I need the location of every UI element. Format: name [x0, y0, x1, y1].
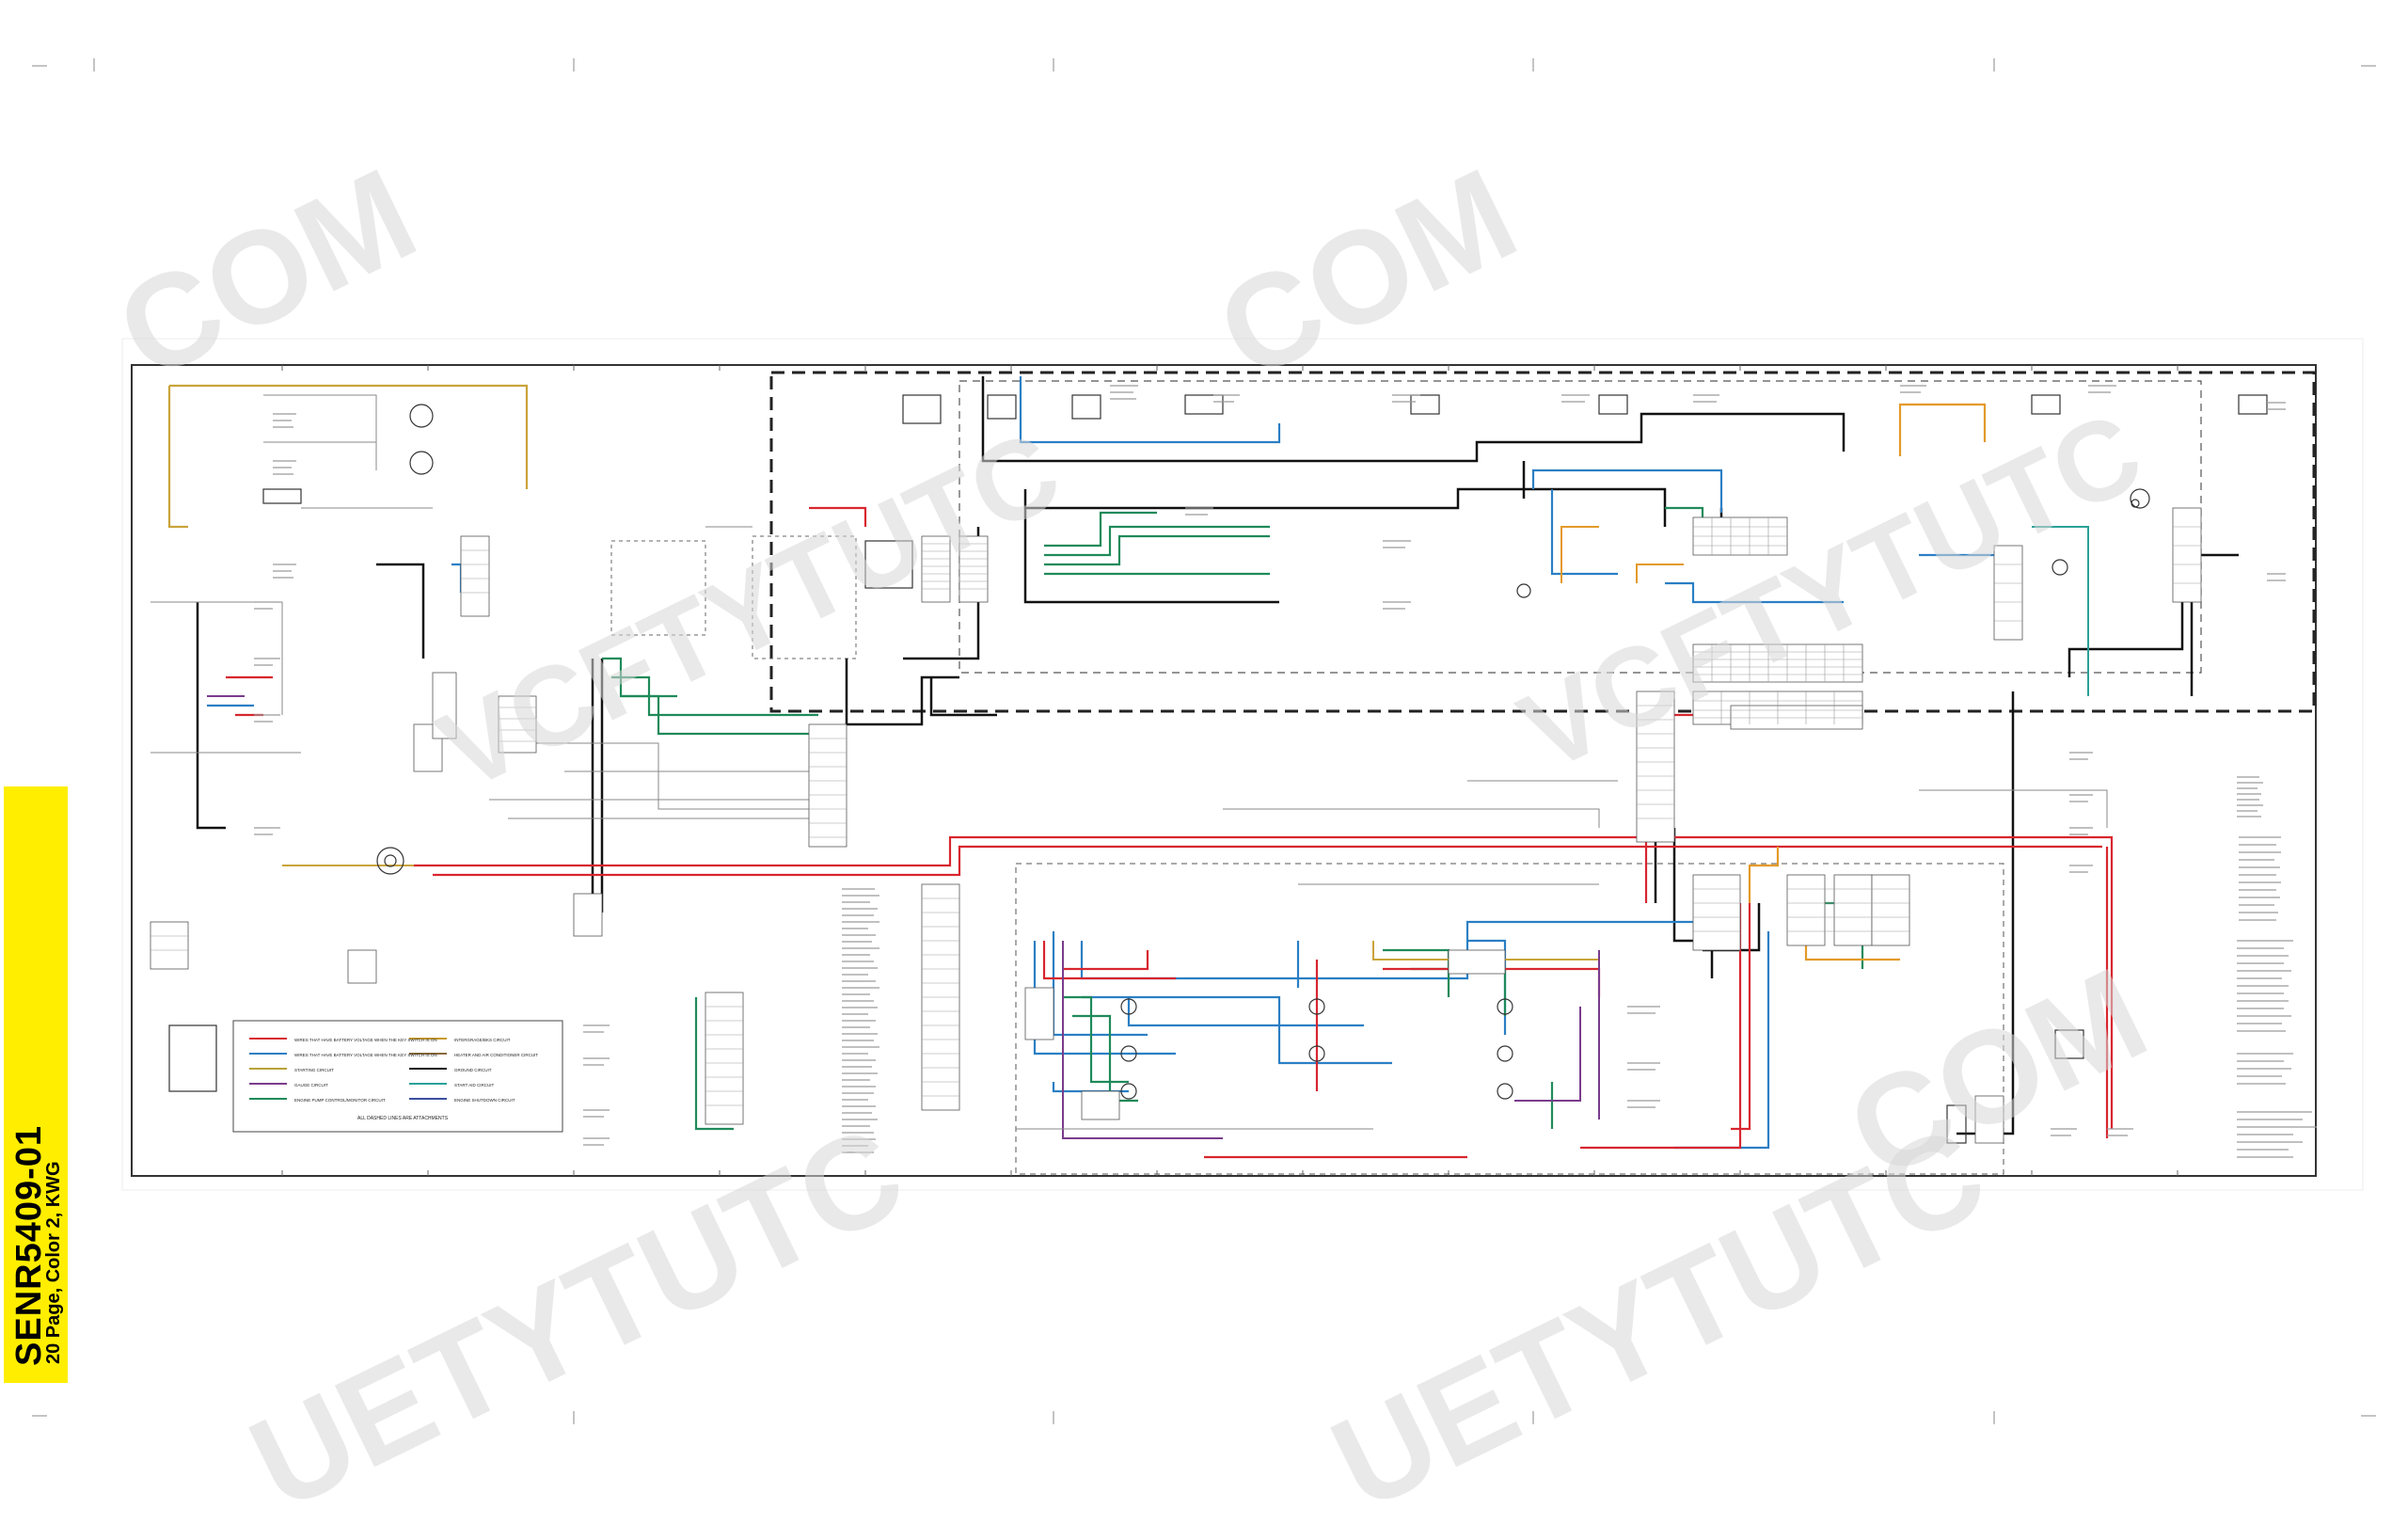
- legend-label-6: INTERGRAGE/BKS CIRCUIT: [454, 1038, 511, 1042]
- ground-wires: [196, 376, 2239, 1135]
- legend-label-2: WIRES THAT HAVE BATTERY VOLTAGE WHEN THE…: [294, 1053, 437, 1057]
- zone-ticks: [281, 365, 2178, 1176]
- connector-blocks: [150, 507, 2202, 1144]
- schematic-border-shadow: [121, 338, 2364, 1191]
- legend-label-1: WIRES THAT HAVE BATTERY VOLTAGE WHEN THE…: [294, 1038, 437, 1042]
- legend-label-4: GAUGE CIRCUIT: [294, 1083, 328, 1088]
- crop-marks: [32, 58, 2376, 1424]
- legend-label-10: ENGINE SHUTDOWN CIRCUIT: [454, 1098, 515, 1103]
- legend-label-5: ENGINE PUMP CONTROL/MONITOR CIRCUIT: [294, 1098, 386, 1103]
- text-placeholder-marks: [254, 385, 2317, 1158]
- green-wires: [602, 506, 1864, 1131]
- document-id-tab: SENR5409-01 20 Page, Color 2, KWG: [4, 786, 68, 1383]
- component-symbols: [168, 394, 2268, 1144]
- legend-label-9: START AID CIRCUIT: [454, 1083, 495, 1088]
- legend-label-7: HEATER AND AIR CONDITIONER CIRCUIT: [454, 1053, 538, 1057]
- yellow-wires: [167, 384, 2089, 961]
- legend-box: WIRES THAT HAVE BATTERY VOLTAGE WHEN THE…: [232, 1020, 563, 1133]
- legend-note: ALL DASHED LINES ARE ATTACHMENTS: [357, 1116, 449, 1121]
- legend-label-8: GROUND CIRCUIT: [454, 1068, 492, 1072]
- grey-wires: [150, 394, 2108, 1130]
- wiring-schematic: WIRES THAT HAVE BATTERY VOLTAGE WHEN THE…: [32, 58, 2376, 1424]
- legend-label-3: STARTING CIRCUIT: [294, 1068, 334, 1072]
- schematic-border: [131, 364, 2317, 1177]
- purple-wires: [207, 695, 1600, 1139]
